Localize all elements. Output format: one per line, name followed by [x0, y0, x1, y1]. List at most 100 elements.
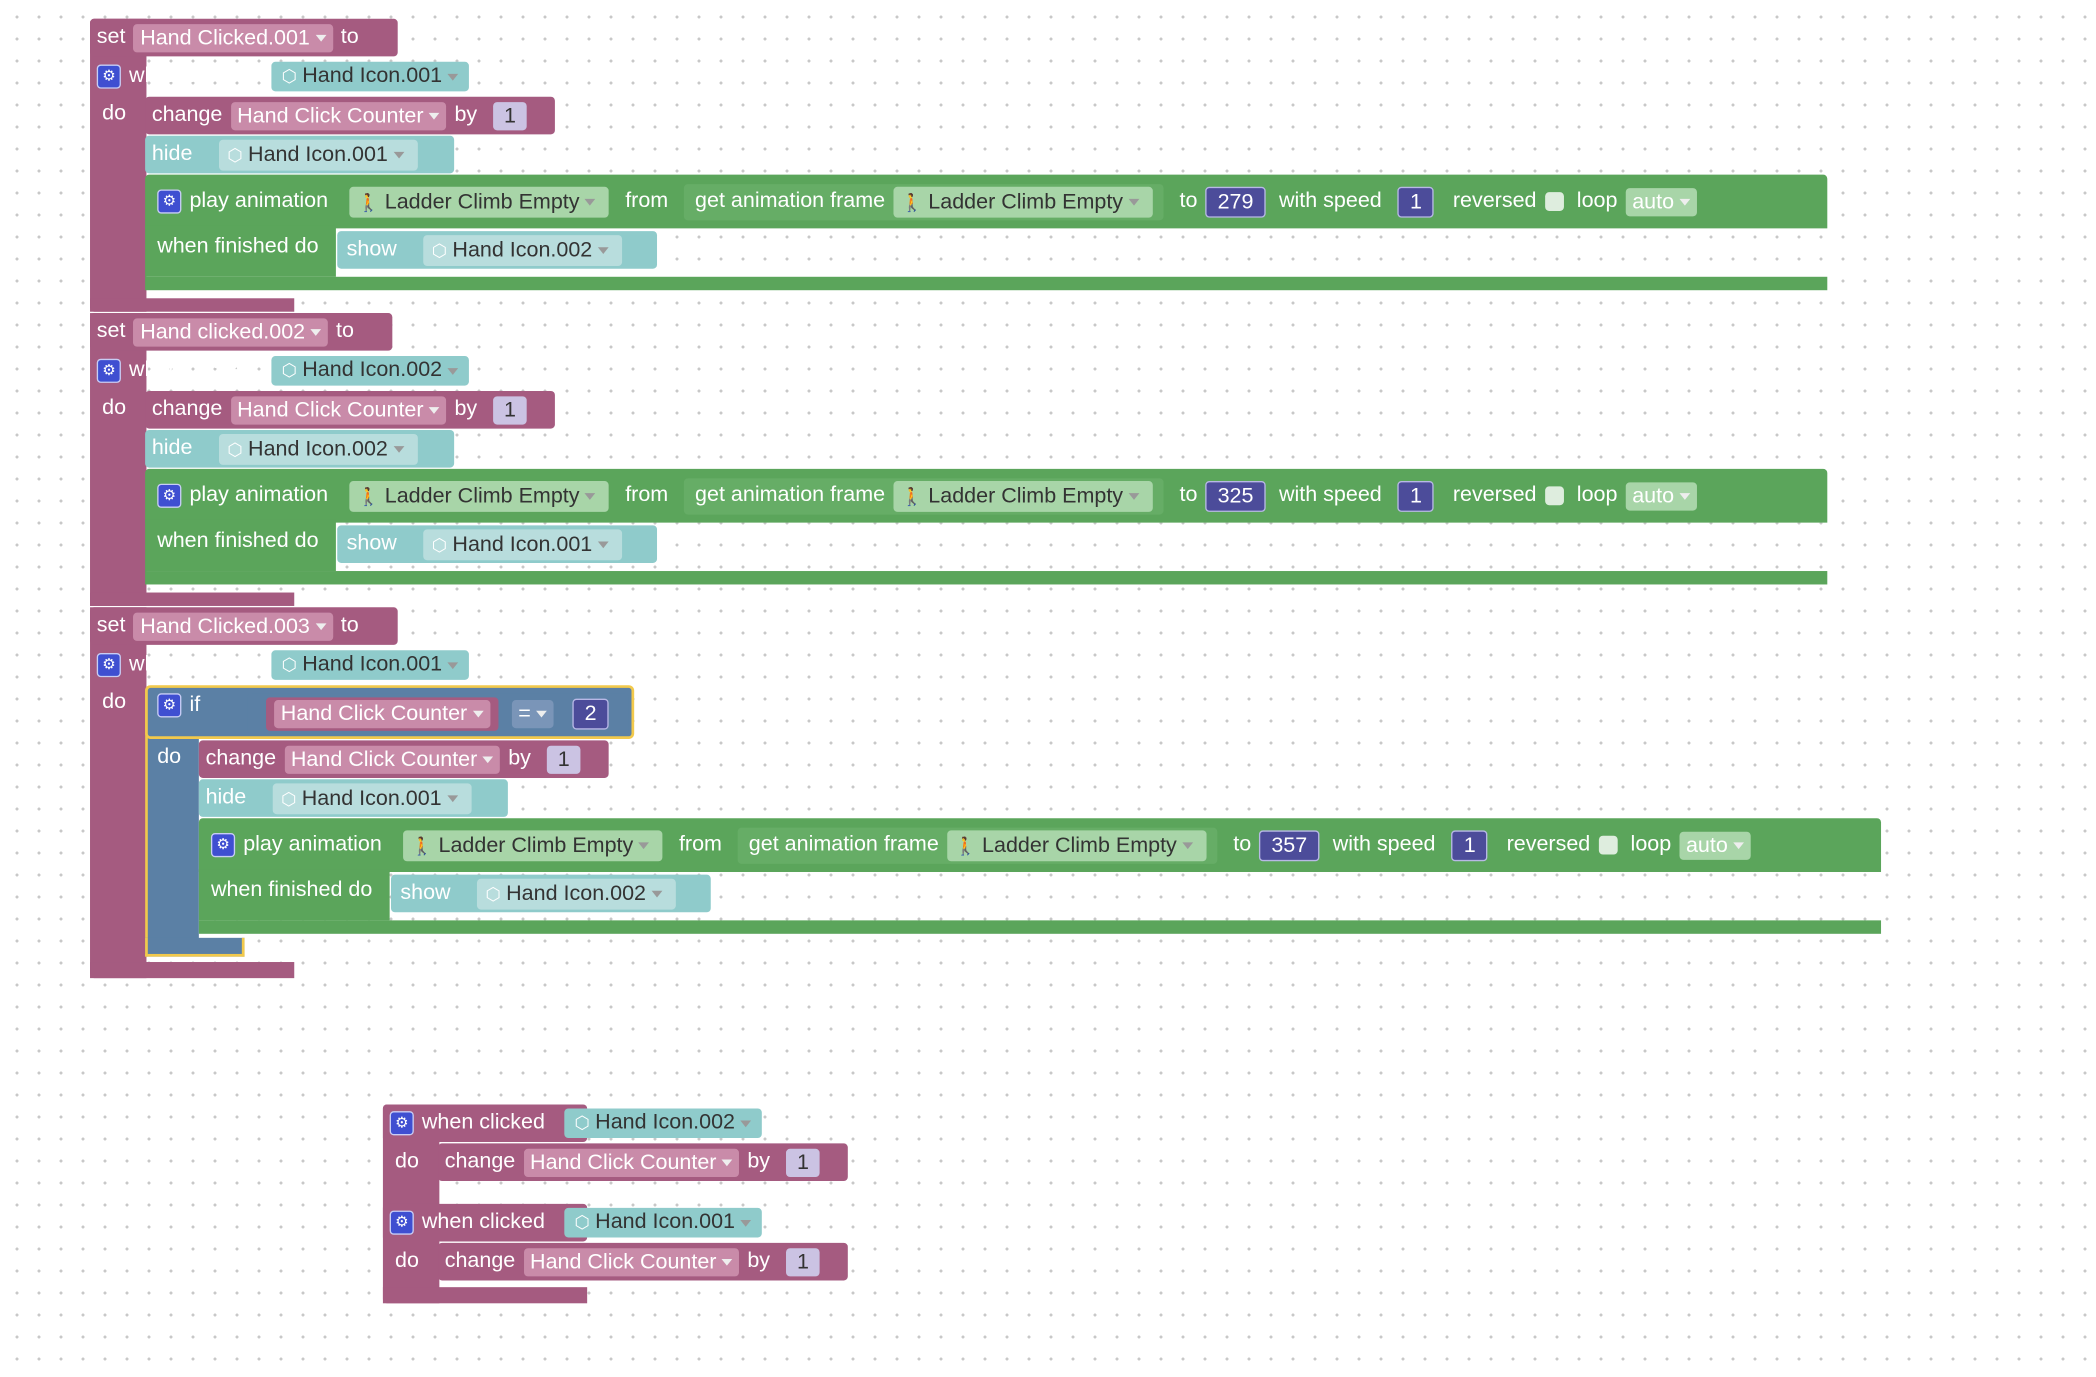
animation-dropdown[interactable]: 🚶Ladder Climb Empty	[349, 186, 610, 217]
if-do-label: do	[157, 745, 182, 769]
to-frame-input[interactable]: 357	[1259, 829, 1320, 861]
play-animation-block-3-side	[198, 869, 390, 921]
counter-dropdown[interactable]: Hand Click Counter	[274, 699, 491, 728]
object-dropdown[interactable]: ⬡Hand Icon.001	[270, 650, 469, 680]
counter-dropdown[interactable]: Hand Click Counter	[284, 745, 501, 774]
when-finished-row-3: when finished do	[210, 878, 373, 902]
from-label: from	[625, 189, 669, 213]
show-row-1: show ⬡Hand Icon.002	[347, 232, 622, 267]
lower-when-clicked-2[interactable]	[382, 1203, 588, 1242]
object-dropdown[interactable]: ⬡Hand Icon.002	[423, 234, 622, 266]
show-row-3: show ⬡Hand Icon.002	[400, 876, 676, 911]
object-dropdown[interactable]: ⬡Hand Icon.001	[563, 1207, 762, 1238]
set-block-1-footer	[90, 298, 295, 312]
by-value-input[interactable]: 1	[547, 745, 581, 774]
animation-dropdown[interactable]: 🚶Ladder Climb Empty	[403, 829, 663, 861]
object-dropdown[interactable]: ⬡Hand Icon.002	[270, 356, 469, 386]
object-dropdown[interactable]: ⬡Hand Icon.002	[219, 433, 418, 465]
object-dropdown[interactable]: ⬡Hand Icon.001	[423, 528, 622, 560]
set-label: set	[96, 25, 126, 49]
get-animation-frame-block[interactable]: get animation frame 🚶Ladder Climb Empty	[684, 183, 1164, 220]
to-frame-input[interactable]: 279	[1205, 186, 1266, 217]
reversed-checkbox[interactable]	[1544, 486, 1564, 506]
object-dropdown[interactable]: ⬡Hand Icon.001	[273, 782, 472, 814]
animation-dropdown[interactable]: 🚶Ladder Climb Empty	[893, 186, 1153, 217]
play-animation-label: play animation	[189, 189, 329, 213]
reversed-checkbox[interactable]	[1544, 192, 1564, 211]
variable-dropdown[interactable]: Hand clicked.002	[133, 317, 328, 346]
to-label: to	[1179, 189, 1198, 213]
gear-icon[interactable]: ⚙	[389, 1111, 414, 1136]
by-value-input[interactable]: 1	[493, 101, 527, 130]
speed-input[interactable]: 1	[1397, 186, 1435, 217]
animation-dropdown[interactable]: 🚶Ladder Climb Empty	[349, 480, 610, 512]
if-block-footer	[145, 937, 245, 957]
animation-dropdown[interactable]: 🚶Ladder Climb Empty	[893, 480, 1153, 512]
cube-icon: ⬡	[485, 883, 501, 904]
when-clicked-row-3: ⚙ when clicked ⬡Hand Icon.001	[96, 648, 469, 683]
get-animation-frame-block[interactable]: get animation frame 🚶Ladder Climb Empty	[684, 477, 1164, 514]
chevron-down-icon	[536, 710, 547, 717]
gear-icon[interactable]: ⚙	[157, 693, 182, 718]
chevron-down-icon	[428, 112, 440, 119]
operator-dropdown[interactable]: =	[511, 699, 554, 728]
gear-icon[interactable]: ⚙	[157, 189, 182, 214]
loop-dropdown[interactable]: auto	[1625, 481, 1697, 510]
change-row-2: change Hand Click Counter by 1	[152, 392, 527, 427]
to-frame-input[interactable]: 325	[1205, 480, 1266, 512]
cube-icon: ⬡	[227, 438, 243, 459]
object-dropdown[interactable]: ⬡Hand Icon.001	[219, 139, 418, 170]
by-value-input[interactable]: 1	[786, 1148, 820, 1177]
gear-icon[interactable]: ⚙	[96, 652, 121, 678]
show-label: show	[346, 237, 397, 261]
walking-figure-icon: 🚶	[954, 835, 977, 856]
compare-value-input[interactable]: 2	[572, 698, 609, 729]
loop-dropdown[interactable]: auto	[1625, 187, 1697, 216]
counter-variable-block[interactable]: Hand Click Counter	[266, 696, 499, 731]
gear-icon[interactable]: ⚙	[96, 358, 121, 383]
reversed-checkbox[interactable]	[1598, 835, 1618, 855]
counter-dropdown[interactable]: Hand Click Counter	[230, 395, 447, 424]
cube-icon: ⬡	[281, 788, 297, 809]
chevron-down-icon	[1733, 841, 1744, 849]
play-animation-block-1-foot	[145, 276, 1828, 291]
when-finished-label: when finished do	[157, 235, 319, 258]
gear-icon[interactable]: ⚙	[389, 1210, 414, 1235]
chevron-down-icon	[315, 34, 327, 41]
speed-input[interactable]: 1	[1451, 829, 1488, 861]
speed-input[interactable]: 1	[1397, 480, 1435, 512]
set-block-3-footer	[90, 962, 295, 979]
cube-icon: ⬡	[281, 65, 297, 86]
hide-row-2: hide ⬡Hand Icon.002	[152, 431, 418, 466]
when-finished-row-1: when finished do	[157, 230, 318, 265]
by-label: by	[454, 103, 478, 127]
gear-icon[interactable]: ⚙	[157, 483, 182, 508]
chevron-down-icon	[721, 1158, 733, 1166]
play-animation-block-2-foot	[145, 571, 1828, 585]
object-dropdown[interactable]: ⬡Hand Icon.001	[270, 61, 469, 92]
lower-when-clicked-1[interactable]	[382, 1104, 588, 1143]
walking-figure-icon: 🚶	[901, 191, 923, 212]
gear-icon[interactable]: ⚙	[96, 64, 121, 89]
object-dropdown[interactable]: ⬡Hand Icon.002	[563, 1108, 762, 1139]
counter-dropdown[interactable]: Hand Click Counter	[523, 1148, 740, 1177]
object-dropdown[interactable]: ⬡Hand Icon.002	[477, 878, 676, 909]
variable-dropdown[interactable]: Hand Clicked.001	[133, 23, 333, 52]
animation-dropdown[interactable]: 🚶Ladder Climb Empty	[946, 829, 1207, 861]
chevron-down-icon	[740, 1119, 752, 1127]
gear-icon[interactable]: ⚙	[210, 833, 236, 858]
counter-dropdown[interactable]: Hand Click Counter	[230, 101, 447, 130]
by-value-input[interactable]: 1	[493, 395, 527, 424]
when-clicked-label: when clicked	[128, 64, 253, 88]
counter-dropdown[interactable]: Hand Click Counter	[523, 1247, 740, 1276]
when-finished-row-2: when finished do	[157, 529, 319, 553]
chevron-down-icon	[597, 246, 609, 254]
variable-dropdown[interactable]: Hand Clicked.003	[133, 612, 333, 641]
walking-figure-icon: 🚶	[901, 485, 923, 506]
get-animation-frame-block[interactable]: get animation frame 🚶Ladder Climb Empty	[738, 826, 1218, 864]
by-value-input[interactable]: 1	[786, 1247, 820, 1276]
loop-dropdown[interactable]: auto	[1679, 831, 1751, 860]
chevron-down-icon	[393, 151, 405, 158]
chevron-down-icon	[482, 755, 494, 763]
